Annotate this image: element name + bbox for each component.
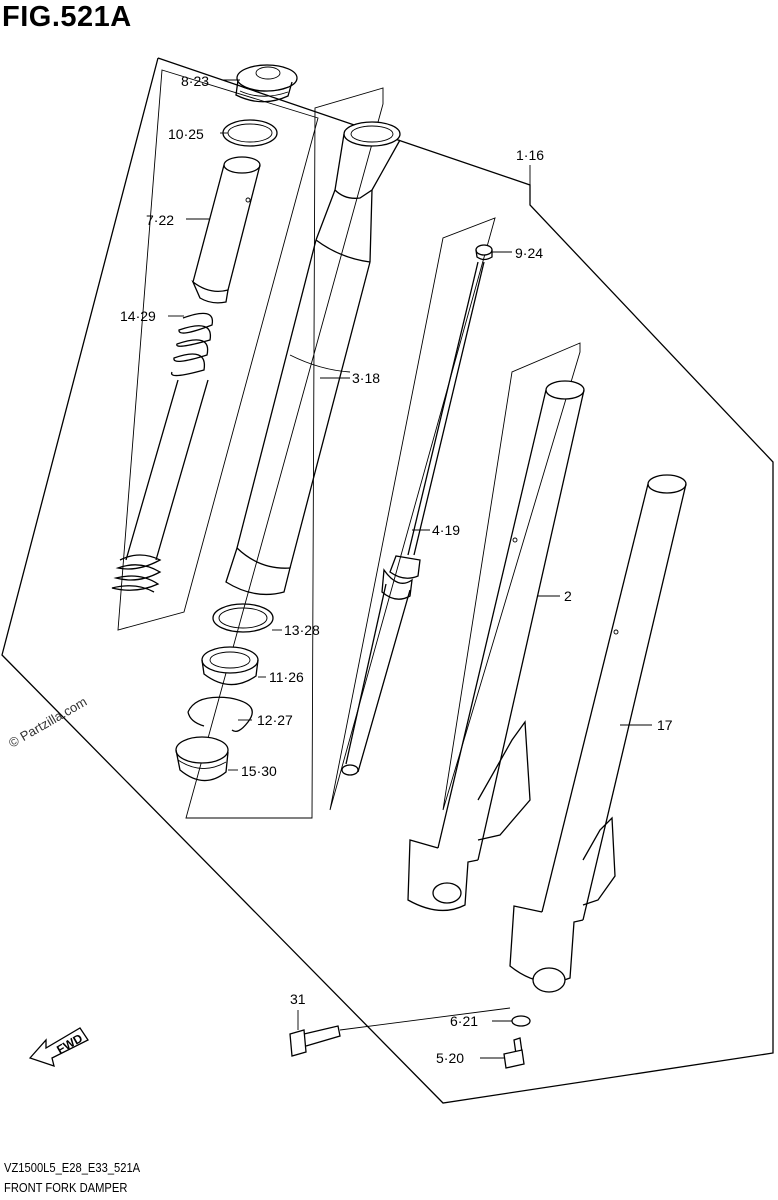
callout-11-26: 11·26 <box>269 669 304 685</box>
spring-part <box>170 312 214 377</box>
oil-seal-part <box>201 646 259 686</box>
damper-rod-part <box>341 261 485 776</box>
washer-part <box>212 603 274 633</box>
drain-bolt-part <box>503 1037 525 1069</box>
spacer-part <box>191 156 261 304</box>
inner-tube-left-part <box>407 380 585 912</box>
callout-5-20: 5·20 <box>436 1050 464 1066</box>
callout-1-16: 1·16 <box>516 147 544 163</box>
nut-part <box>475 244 493 261</box>
assembly-outline <box>1 57 774 1104</box>
callout-31: 31 <box>290 991 306 1007</box>
callout-4-19: 4·19 <box>432 522 460 538</box>
forward-direction-arrow-icon: FWD <box>28 1027 89 1067</box>
callout-17: 17 <box>657 717 673 733</box>
callout-8-23: 8·23 <box>181 73 209 89</box>
stopper-ring-part <box>187 696 253 733</box>
callout-2: 2 <box>564 588 572 604</box>
callout-10-25: 10·25 <box>168 126 204 142</box>
callout-7-22: 7·22 <box>146 212 174 228</box>
callout-13-28: 13·28 <box>284 622 320 638</box>
group-outline-outer-tube <box>185 87 384 819</box>
gasket-part <box>511 1015 531 1027</box>
callout-12-27: 12·27 <box>257 712 293 728</box>
outer-tube-part <box>225 121 401 596</box>
damper-cylinder-part <box>111 379 209 593</box>
callout-9-24: 9·24 <box>515 245 543 261</box>
figure-caption: FRONT FORK DAMPER <box>4 1180 128 1195</box>
cap-bolt-part <box>235 64 298 103</box>
callout-14-29: 14·29 <box>120 308 156 324</box>
group-outline-inner-tube <box>442 342 581 811</box>
group-outline-damper <box>329 217 496 811</box>
dust-seal-part <box>175 736 229 782</box>
callout-3-18: 3·18 <box>352 370 380 386</box>
callout-15-30: 15·30 <box>241 763 277 779</box>
figure-title: FIG.521A <box>2 1 132 33</box>
callout-6-21: 6·21 <box>450 1013 478 1029</box>
inner-tube-right-part <box>509 474 687 993</box>
figure-code: VZ1500L5_E28_E33_521A <box>4 1160 141 1175</box>
bottom-bolt-part <box>289 1025 341 1057</box>
